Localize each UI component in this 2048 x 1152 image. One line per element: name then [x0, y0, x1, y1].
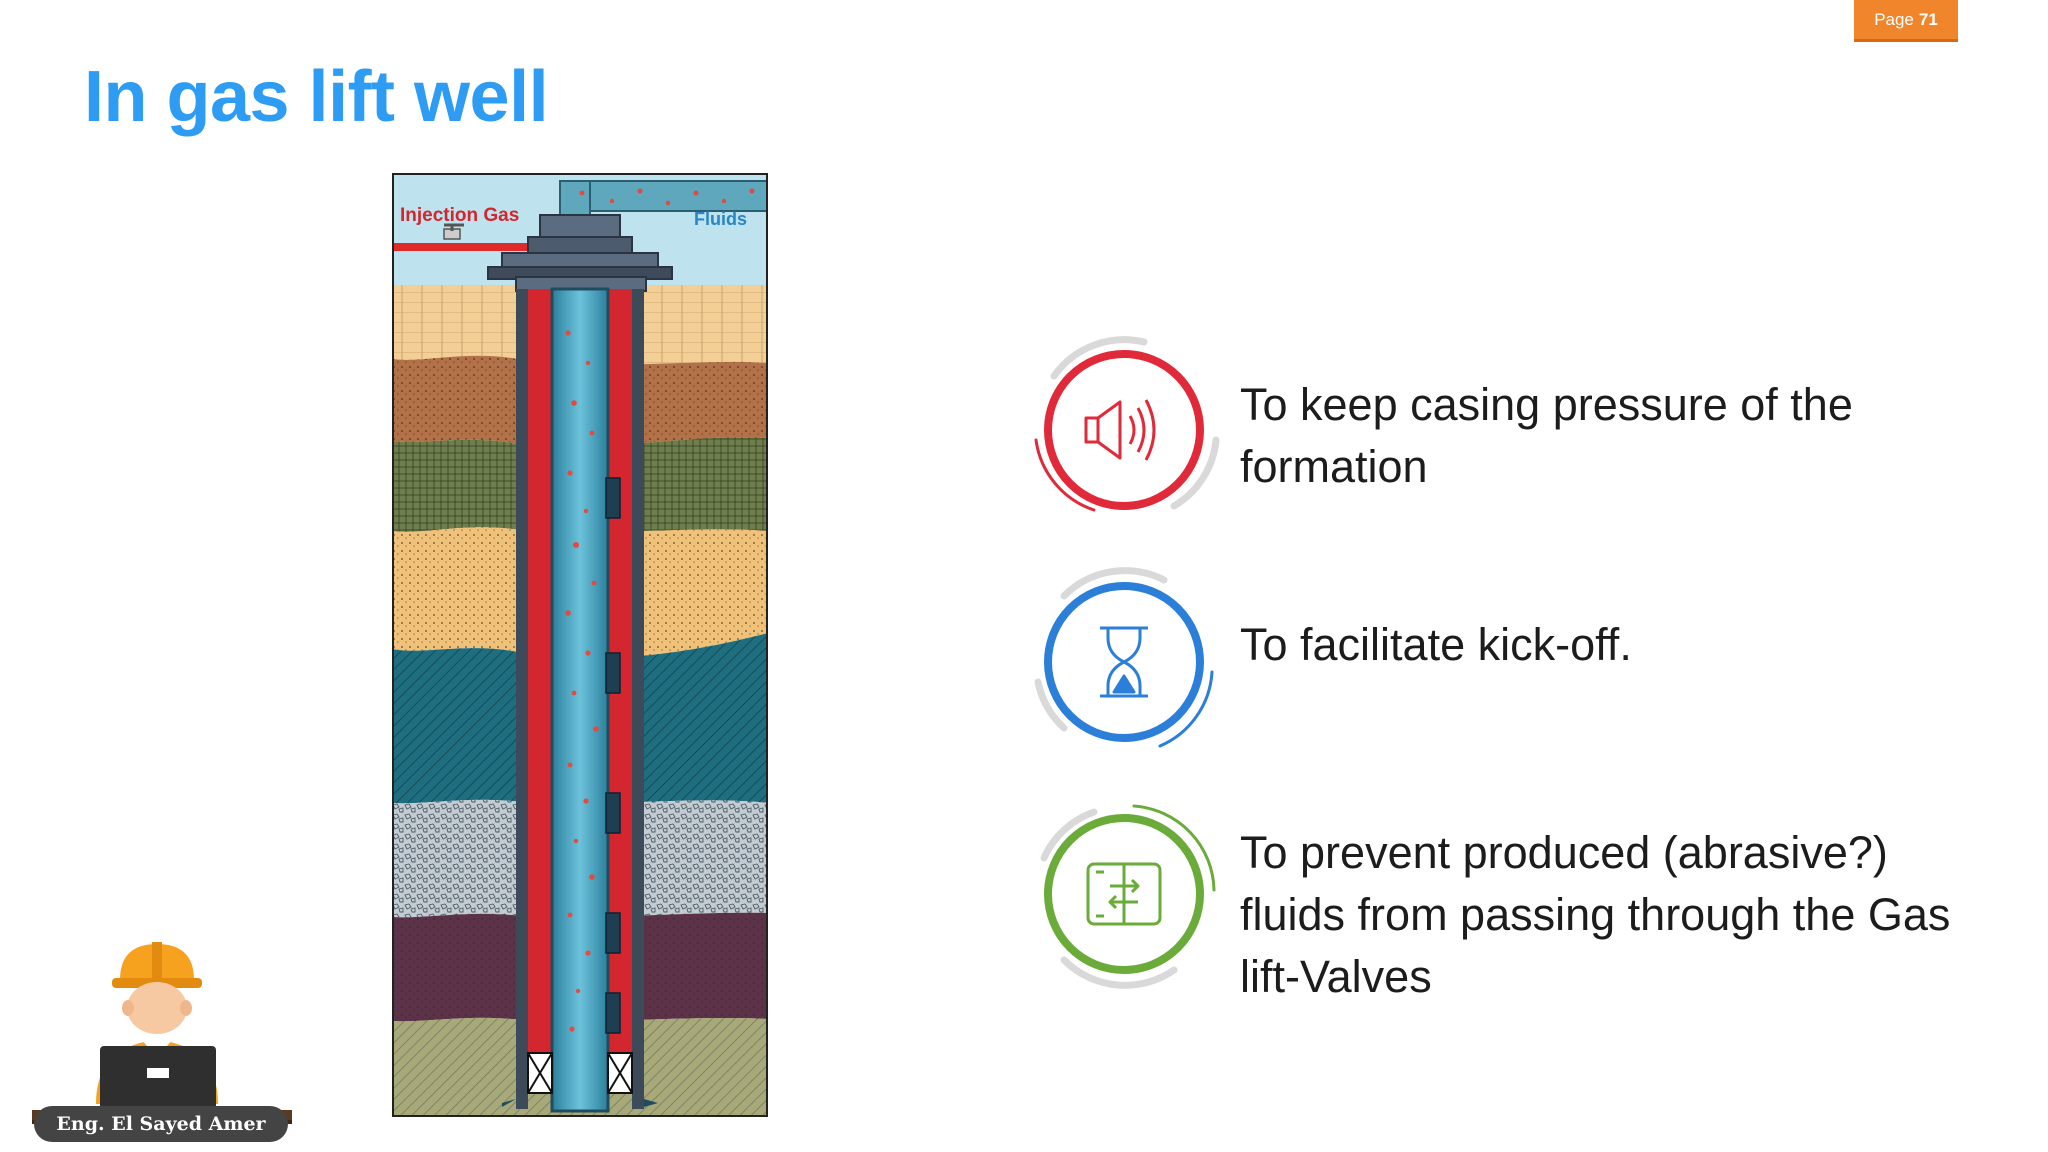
- slide-title: In gas lift well: [84, 57, 549, 137]
- bullet-item-kick-off: To facilitate kick-off.: [1024, 562, 2024, 762]
- page-number-badge: Page 71: [1854, 0, 1958, 42]
- bullet-text-prevent-fluids: To prevent produced (abrasive?) fluids f…: [1240, 827, 1951, 1002]
- bullet-icon-ring: [1034, 336, 1220, 512]
- page-label: Page: [1874, 9, 1914, 29]
- hourglass-icon: [1100, 626, 1148, 698]
- bullet-text-kick-off: To facilitate kick-off.: [1240, 619, 1632, 670]
- fluids-label: Fluids: [694, 209, 747, 229]
- injection-gas-label: Injection Gas: [400, 205, 519, 226]
- bullet-text-casing-pressure: To keep casing pressure of the formation: [1240, 379, 1853, 492]
- gas-lift-well-diagram: Injection Gas Fluids: [392, 173, 768, 1117]
- speaker-icon: [1084, 399, 1156, 461]
- page-number: 71: [1918, 9, 1938, 29]
- author-name-tag: Eng. El Sayed Amer: [34, 1106, 288, 1142]
- bullet-icon-ring: [1034, 567, 1214, 748]
- bullet-item-casing-pressure: To keep casing pressure of the formation: [1024, 330, 2024, 530]
- arrows-exchange-icon: [1086, 862, 1162, 926]
- bullet-icon-ring: [1040, 804, 1216, 989]
- bullet-item-prevent-fluids: To prevent produced (abrasive?) fluids f…: [1024, 794, 2024, 1002]
